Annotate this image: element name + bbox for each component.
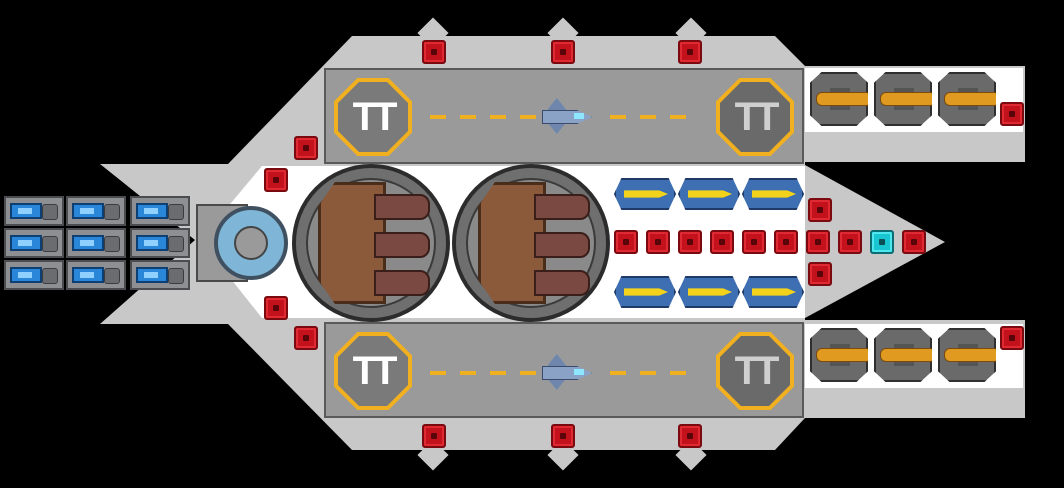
armor-block[interactable] [422, 424, 446, 448]
missile-launcher[interactable] [678, 172, 740, 216]
energy-cell[interactable] [66, 260, 126, 290]
shield-node[interactable] [870, 230, 894, 254]
energy-cell[interactable] [4, 196, 64, 226]
armor-block[interactable] [808, 262, 832, 286]
armor-block[interactable] [808, 198, 832, 222]
missile-launcher[interactable] [614, 270, 676, 314]
reactor-dome-icon [214, 206, 288, 280]
autocannon[interactable] [810, 72, 868, 126]
autocannon[interactable] [874, 72, 932, 126]
armor-block[interactable] [838, 230, 862, 254]
autocannon[interactable] [938, 328, 996, 382]
autocannon[interactable] [874, 328, 932, 382]
hangar-logo-icon: TT [734, 95, 780, 139]
armor-block[interactable] [422, 40, 446, 64]
armor-block[interactable] [678, 424, 702, 448]
armor-block[interactable] [774, 230, 798, 254]
armor-block[interactable] [678, 40, 702, 64]
armor-block[interactable] [1000, 102, 1024, 126]
missile-launcher[interactable] [742, 270, 804, 314]
energy-cell[interactable] [130, 228, 190, 258]
hangar-pad-left[interactable]: TT [334, 78, 412, 156]
armor-block[interactable] [678, 230, 702, 254]
hangar-pad-right[interactable]: TT [716, 78, 794, 156]
armor-block[interactable] [264, 296, 288, 320]
hangar-logo-icon: TT [734, 349, 780, 393]
heavy-turret[interactable] [452, 164, 610, 322]
hangar-logo-icon: TT [352, 95, 398, 139]
armor-block[interactable] [614, 230, 638, 254]
armor-block[interactable] [294, 326, 318, 350]
reactor-housing[interactable] [196, 200, 292, 286]
armor-block[interactable] [742, 230, 766, 254]
hangar-logo-icon: TT [352, 349, 398, 393]
autocannon[interactable] [810, 328, 868, 382]
armor-block[interactable] [710, 230, 734, 254]
armor-block[interactable] [551, 40, 575, 64]
energy-cell[interactable] [130, 196, 190, 226]
hangar-top: TT TT [324, 68, 804, 164]
armor-block[interactable] [264, 168, 288, 192]
heavy-turret[interactable] [292, 164, 450, 322]
hangar-pad-right[interactable]: TT [716, 332, 794, 410]
autocannon[interactable] [938, 72, 996, 126]
missile-launcher[interactable] [614, 172, 676, 216]
fighter-craft-icon[interactable] [536, 96, 592, 136]
armor-block[interactable] [1000, 326, 1024, 350]
armor-block[interactable] [646, 230, 670, 254]
energy-cell[interactable] [4, 228, 64, 258]
fighter-craft-icon[interactable] [536, 352, 592, 392]
hangar-pad-left[interactable]: TT [334, 332, 412, 410]
missile-launcher[interactable] [742, 172, 804, 216]
energy-cell[interactable] [66, 196, 126, 226]
armor-block[interactable] [551, 424, 575, 448]
armor-block[interactable] [902, 230, 926, 254]
armor-block[interactable] [806, 230, 830, 254]
energy-cell[interactable] [66, 228, 126, 258]
missile-launcher[interactable] [678, 270, 740, 314]
energy-cell[interactable] [130, 260, 190, 290]
energy-cell[interactable] [4, 260, 64, 290]
armor-block[interactable] [294, 136, 318, 160]
hangar-bottom: TT TT [324, 322, 804, 418]
